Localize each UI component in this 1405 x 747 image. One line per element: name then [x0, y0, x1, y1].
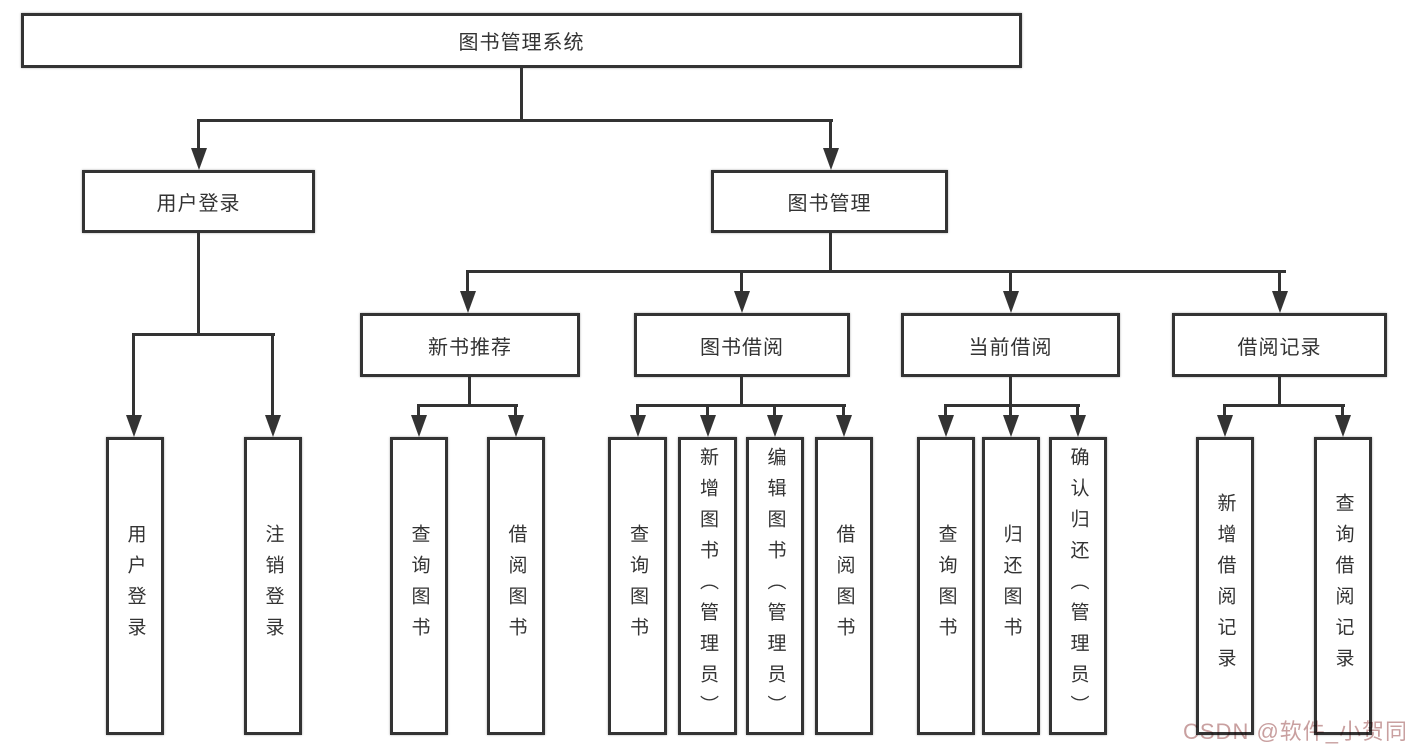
- leaf-add-borrow-record: 新增借阅记录: [1196, 437, 1254, 735]
- leaf-return-books: 归还图书: [982, 437, 1040, 735]
- connector-line: [1341, 404, 1344, 415]
- leaf-borrow-books-recommend: 借阅图书: [487, 437, 545, 735]
- arrowhead-icon: [1217, 415, 1233, 437]
- arrowhead-icon: [767, 415, 783, 437]
- connector-line: [706, 404, 709, 415]
- arrowhead-icon: [823, 148, 839, 170]
- arrowhead-icon: [630, 415, 646, 437]
- leaf-edit-books-admin: 编辑图书（管理员）: [746, 437, 804, 735]
- connector-line: [132, 333, 135, 415]
- connector-line: [1009, 270, 1012, 291]
- connector-line: [197, 119, 833, 122]
- connector-line: [417, 404, 518, 407]
- node-book-management: 图书管理: [711, 170, 948, 233]
- connector-line: [829, 233, 832, 273]
- node-borrowing-records: 借阅记录: [1172, 313, 1387, 377]
- arrowhead-icon: [938, 415, 954, 437]
- connector-line: [944, 404, 1080, 407]
- arrowhead-icon: [1070, 415, 1086, 437]
- connector-line: [197, 119, 200, 148]
- arrowhead-icon: [508, 415, 524, 437]
- connector-line: [514, 404, 517, 415]
- arrowhead-icon: [126, 415, 142, 437]
- connector-line: [1223, 404, 1226, 415]
- connector-line: [1009, 404, 1012, 415]
- leaf-query-books-recommend: 查询图书: [390, 437, 448, 735]
- node-book-borrowing: 图书借阅: [634, 313, 850, 377]
- connector-line: [829, 119, 832, 148]
- arrowhead-icon: [1335, 415, 1351, 437]
- connector-line: [1009, 377, 1012, 407]
- connector-line: [271, 333, 274, 415]
- connector-line: [740, 377, 743, 407]
- arrowhead-icon: [265, 415, 281, 437]
- arrowhead-icon: [1003, 291, 1019, 313]
- node-library-management-system: 图书管理系统: [21, 13, 1022, 68]
- arrowhead-icon: [1272, 291, 1288, 313]
- arrowhead-icon: [460, 291, 476, 313]
- leaf-confirm-return-admin: 确认归还（管理员）: [1049, 437, 1107, 735]
- arrowhead-icon: [836, 415, 852, 437]
- connector-line: [197, 233, 200, 336]
- leaf-borrow-books: 借阅图书: [815, 437, 873, 735]
- connector-line: [636, 404, 846, 407]
- connector-line: [1278, 270, 1281, 291]
- leaf-query-books-borrow: 查询图书: [608, 437, 667, 735]
- connector-line: [944, 404, 947, 415]
- connector-line: [468, 377, 471, 407]
- arrowhead-icon: [734, 291, 750, 313]
- connector-line: [773, 404, 776, 415]
- watermark: CSDN @软件_小贺同学: [1183, 719, 1405, 744]
- connector-line: [417, 404, 420, 415]
- node-new-book-recommend: 新书推荐: [360, 313, 580, 377]
- arrowhead-icon: [1003, 415, 1019, 437]
- connector-line: [520, 68, 523, 121]
- node-user-login: 用户登录: [82, 170, 315, 233]
- leaf-query-borrow-record: 查询借阅记录: [1314, 437, 1372, 735]
- connector-line: [466, 270, 469, 291]
- leaf-add-books-admin: 新增图书（管理员）: [678, 437, 737, 735]
- connector-line: [132, 333, 275, 336]
- connector-line: [636, 404, 639, 415]
- arrowhead-icon: [411, 415, 427, 437]
- leaf-user-login: 用户登录: [106, 437, 164, 735]
- leaf-logout: 注销登录: [244, 437, 302, 735]
- arrowhead-icon: [700, 415, 716, 437]
- connector-line: [1278, 377, 1281, 407]
- connector-line: [466, 270, 1286, 273]
- connector-line: [1076, 404, 1079, 415]
- connector-line: [1223, 404, 1345, 407]
- connector-line: [842, 404, 845, 415]
- arrowhead-icon: [191, 148, 207, 170]
- node-current-borrowing: 当前借阅: [901, 313, 1120, 377]
- connector-line: [740, 270, 743, 291]
- leaf-query-books-current: 查询图书: [917, 437, 975, 735]
